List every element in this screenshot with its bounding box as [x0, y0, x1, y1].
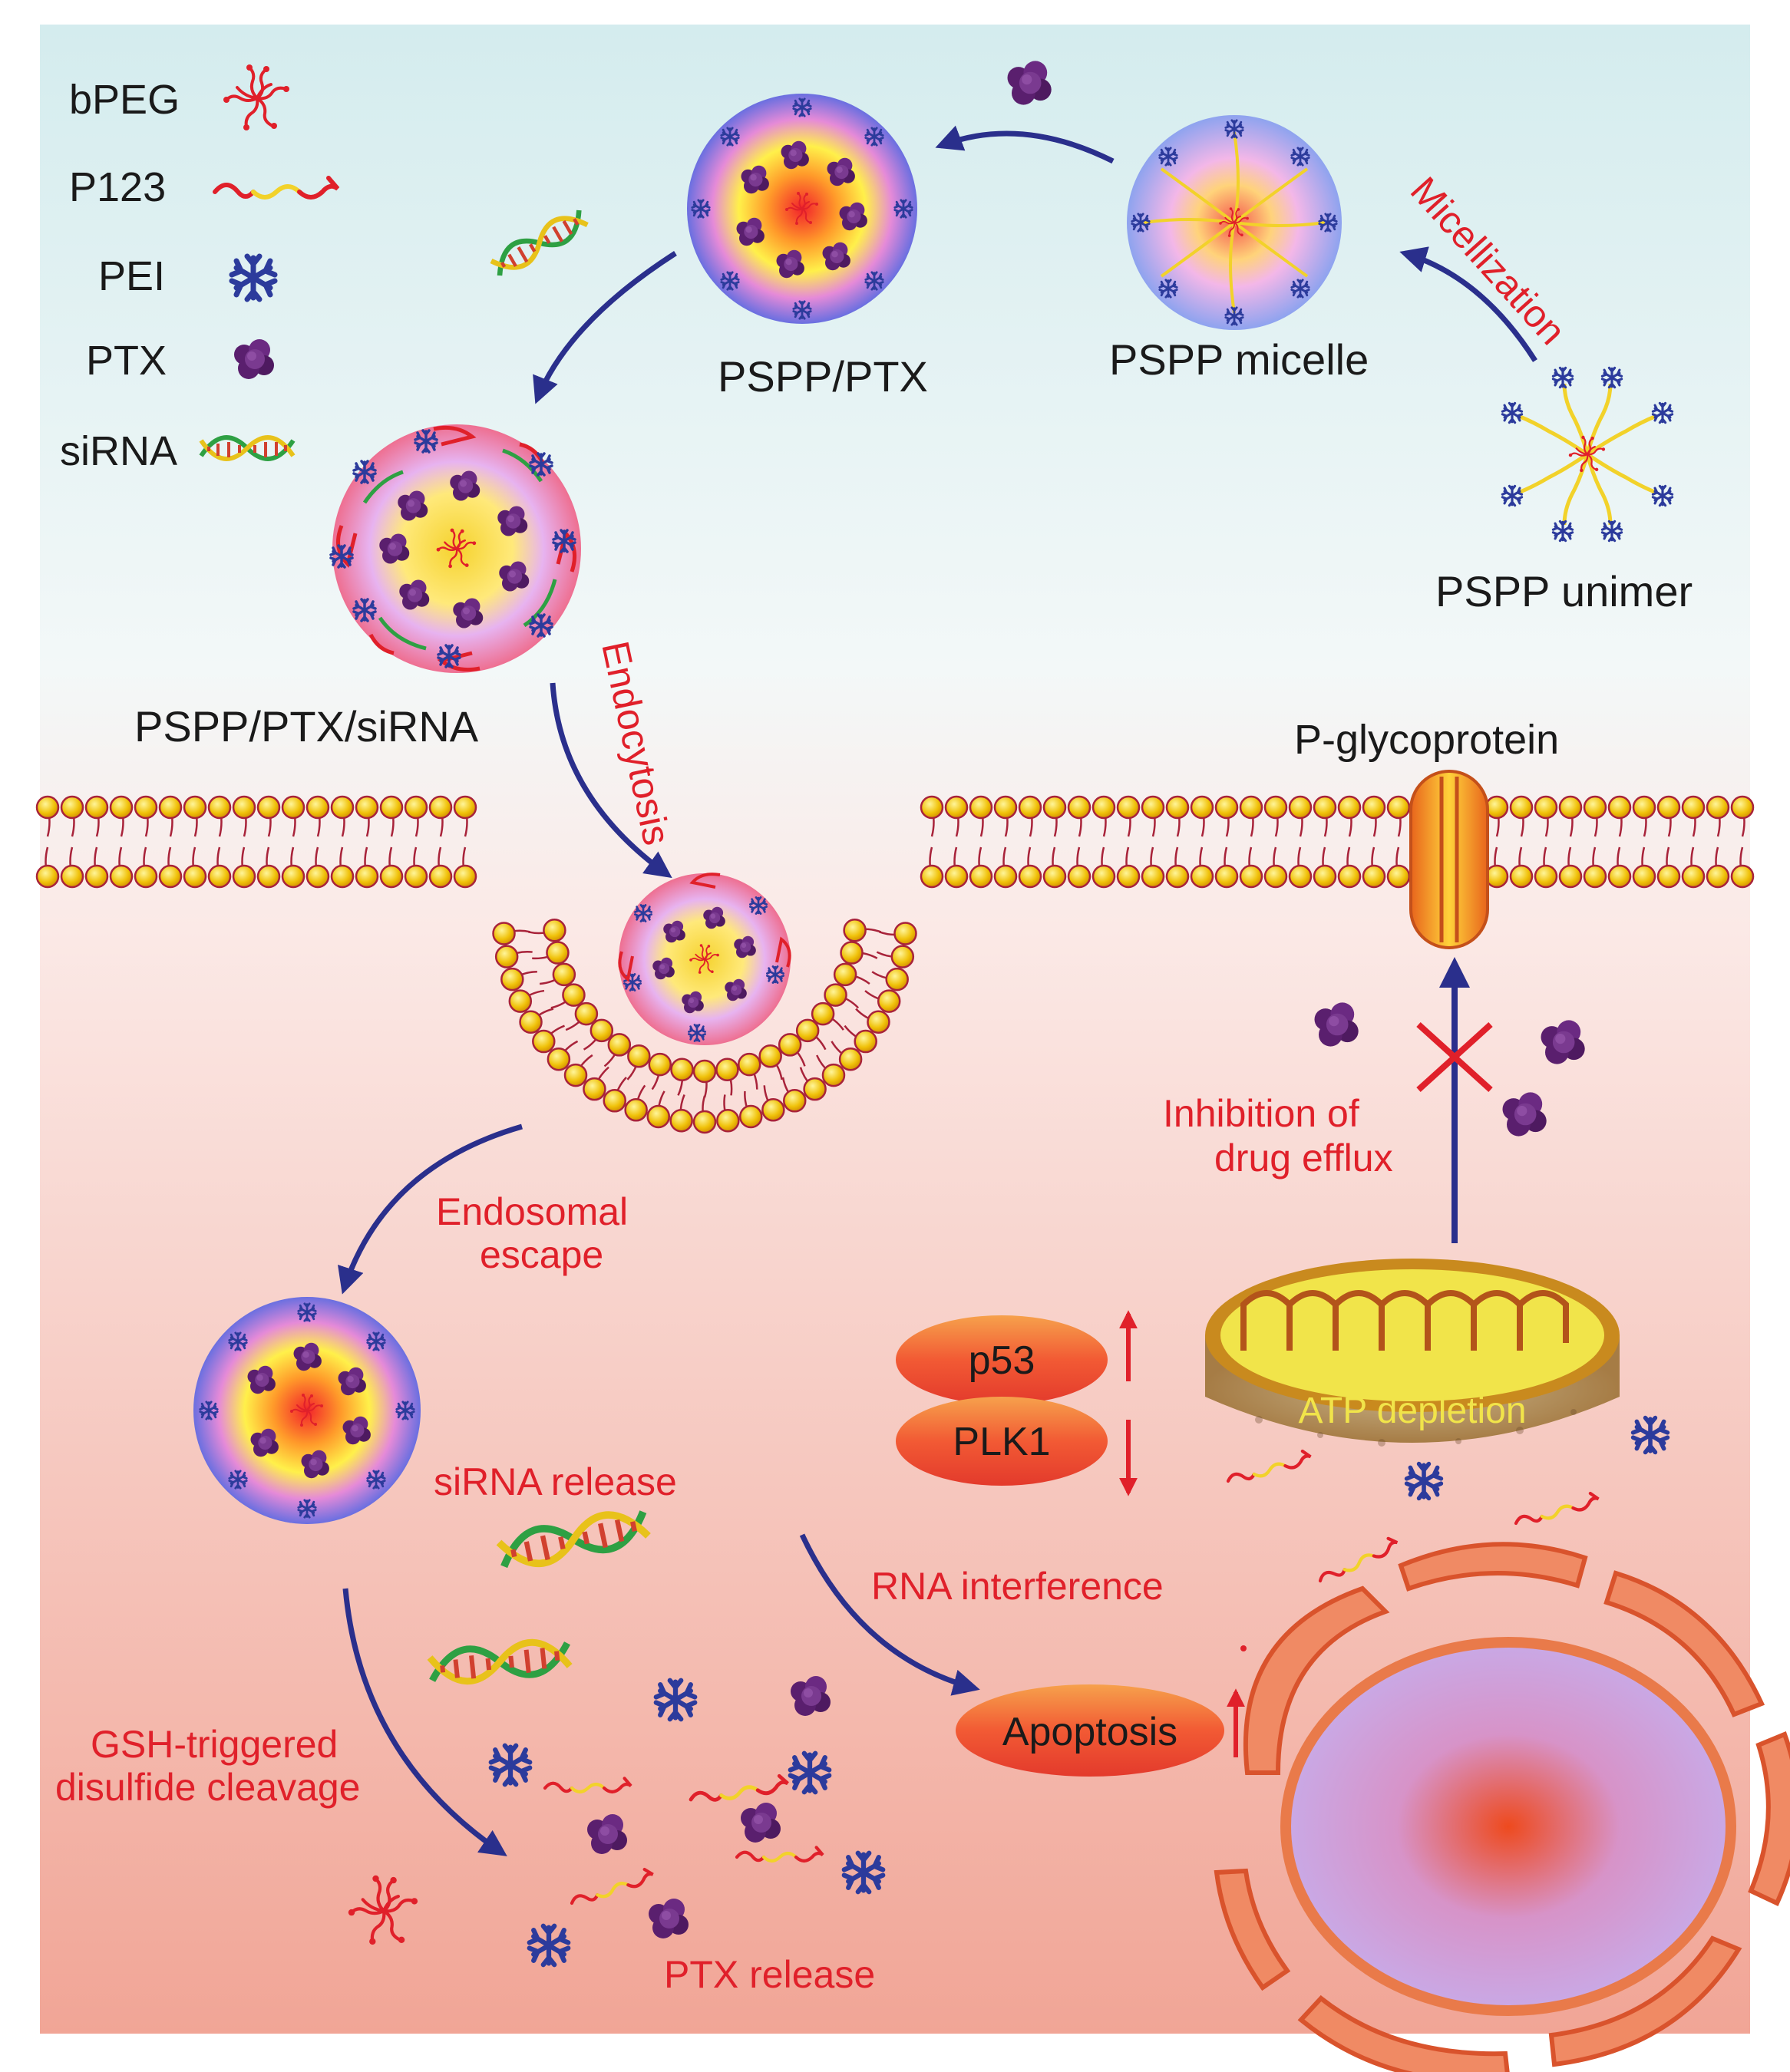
pspp-ptx-label: PSPP/PTX — [718, 352, 928, 401]
gsh-label-line2: disulfide cleavage — [55, 1766, 361, 1809]
legend-label-ptx: PTX — [86, 338, 167, 384]
pspp-ptx-sirna-label: PSPP/PTX/siRNA — [134, 702, 479, 751]
p-glycoprotein-label: P-glycoprotein — [1294, 717, 1559, 763]
cell-membrane — [35, 795, 1755, 1134]
ptx-loading-arrow — [935, 125, 1115, 164]
gsh-cleavage-arrow — [342, 1588, 507, 1856]
pspp-micelle — [1127, 115, 1342, 330]
pspp-unimer — [1501, 366, 1674, 543]
p53-pill: p53 — [896, 1315, 1108, 1404]
sirna-complexation-arrow — [533, 251, 677, 404]
plk1-label: PLK1 — [953, 1420, 1050, 1464]
pspp-micelle-label: PSPP micelle — [1109, 335, 1369, 384]
legend-label-sirna: siRNA — [60, 428, 177, 474]
apoptosis-pill: Apoptosis — [956, 1684, 1224, 1777]
rna-interference-label: RNA interference — [871, 1565, 1164, 1608]
legend-label-pei: PEI — [98, 253, 165, 299]
rna-interference-arrow — [799, 1533, 980, 1696]
pspp-ptx-particle — [687, 94, 917, 324]
efflux-blocked-x-icon — [1416, 1022, 1493, 1092]
endosomal-escape-label-line1: Endosomal — [436, 1190, 628, 1233]
p-glycoprotein-pump — [1409, 770, 1489, 949]
mitochondrion: ATP depletion — [1205, 1259, 1620, 1447]
atp-depletion-label: ATP depletion — [1298, 1391, 1526, 1431]
inhibition-label-line2: drug efflux — [1214, 1137, 1393, 1180]
legend-label-bpeg: bPEG — [69, 77, 180, 123]
gsh-label-line1: GSH-triggered — [91, 1723, 338, 1766]
pspp-ptx-sirna-particle — [329, 424, 581, 673]
decorative-dot — [1240, 1645, 1247, 1651]
legend-label-p123: P123 — [69, 164, 166, 210]
micellization-arrow — [1399, 246, 1537, 362]
p53-label: p53 — [969, 1338, 1035, 1383]
nucleus — [1214, 1542, 1790, 2072]
sirna-release-label: siRNA release — [434, 1460, 677, 1503]
apoptosis-label: Apoptosis — [1002, 1710, 1177, 1754]
endosomal-escape-label-line2: escape — [480, 1233, 603, 1276]
endocytosis-arrow — [550, 682, 672, 879]
pspp-unimer-label: PSPP unimer — [1435, 567, 1693, 615]
endocytosed-particle — [618, 873, 791, 1045]
escaped-particle — [193, 1297, 421, 1524]
ptx-release-label: PTX release — [664, 1953, 875, 1996]
legend: bPEG P123 PEI PTX siRNA — [60, 63, 338, 474]
inhibition-label-line1: Inhibition of — [1163, 1092, 1359, 1135]
endosomal-escape-arrow — [338, 1123, 523, 1295]
plk1-pill: PLK1 — [896, 1397, 1108, 1486]
